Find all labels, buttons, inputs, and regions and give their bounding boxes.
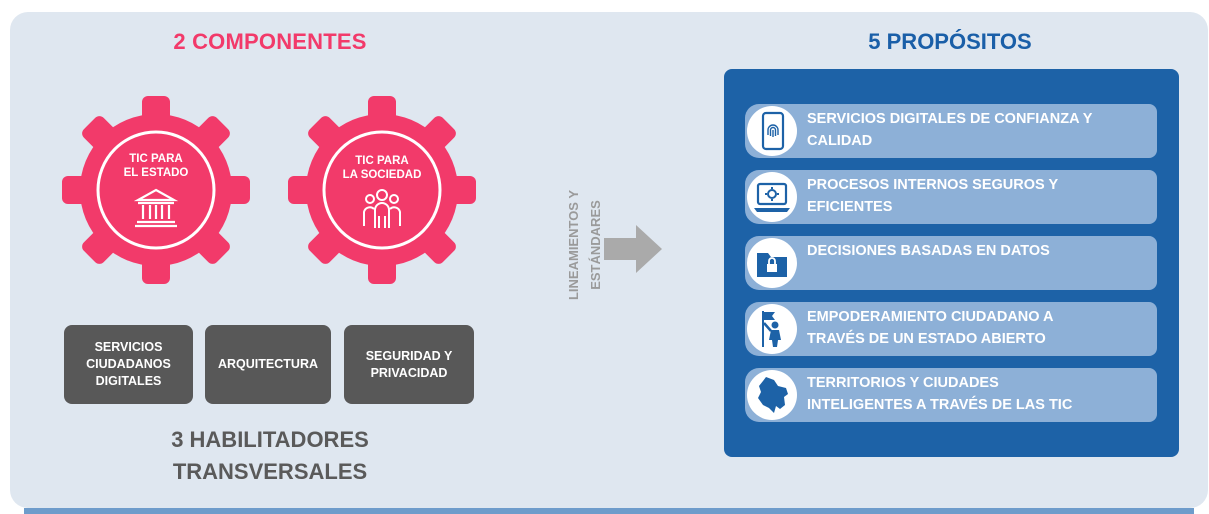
gear-label-line2: LA SOCIEDAD xyxy=(342,169,422,181)
purpose-text: EMPODERAMIENTO CIUDADANO A TRAVÉS DE UN … xyxy=(807,306,1153,350)
components-title: 2 COMPONENTES xyxy=(173,29,367,54)
locked-folder-icon xyxy=(747,238,797,288)
connector-label: LINEAMIENTOS Y ESTÁNDARES xyxy=(548,170,618,320)
purpose-line1: EMPODERAMIENTO CIUDADANO A xyxy=(807,309,1054,325)
enabler-servicios-ciudadanos: SERVICIOS CIUDADANOS DIGITALES xyxy=(64,325,193,404)
people-group-icon xyxy=(360,188,404,230)
purpose-text: TERRITORIOS Y CIUDADES INTELIGENTES A TR… xyxy=(807,372,1153,416)
fingerprint-phone-icon xyxy=(747,106,797,156)
connector-line1: LINEAMIENTOS Y xyxy=(566,190,581,300)
purpose-servicios-digitales: SERVICIOS DIGITALES DE CONFIANZA Y CALID… xyxy=(745,104,1157,158)
purpose-line2: EFICIENTES xyxy=(807,199,893,215)
enablers-title-line2: TRANSVERSALES xyxy=(172,459,368,484)
purpose-text: DECISIONES BASADAS EN DATOS xyxy=(807,240,1153,262)
purpose-decisiones-datos: DECISIONES BASADAS EN DATOS xyxy=(745,236,1157,290)
purpose-empoderamiento: EMPODERAMIENTO CIUDADANO A TRAVÉS DE UN … xyxy=(745,302,1157,356)
enabler-arquitectura: ARQUITECTURA xyxy=(205,325,331,404)
enablers-title: 3 HABILITADORES TRANSVERSALES xyxy=(110,424,430,488)
purpose-line1: DECISIONES BASADAS EN DATOS xyxy=(807,243,1050,259)
enablers-title-line1: 3 HABILITADORES xyxy=(171,427,369,452)
purpose-line2: TRAVÉS DE UN ESTADO ABIERTO xyxy=(807,331,1046,347)
purpose-text: SERVICIOS DIGITALES DE CONFIANZA Y CALID… xyxy=(807,108,1153,152)
gear-tic-sociedad: TIC PARA LA SOCIEDAD xyxy=(288,96,476,284)
gear-label-line1: TIC PARA xyxy=(355,155,409,167)
purpose-line1: SERVICIOS DIGITALES DE CONFIANZA Y xyxy=(807,111,1093,127)
arrow-right-icon xyxy=(604,225,662,278)
purpose-line2: INTELIGENTES A TRAVÉS DE LAS TIC xyxy=(807,397,1073,413)
person-flag-icon xyxy=(747,304,797,354)
purpose-procesos-internos: PROCESOS INTERNOS SEGUROS Y EFICIENTES xyxy=(745,170,1157,224)
government-building-icon xyxy=(134,188,178,228)
laptop-gear-icon xyxy=(747,172,797,222)
purpose-line2: CALIDAD xyxy=(807,133,873,149)
purpose-territorios: TERRITORIOS Y CIUDADES INTELIGENTES A TR… xyxy=(745,368,1157,422)
purpose-text: PROCESOS INTERNOS SEGUROS Y EFICIENTES xyxy=(807,174,1153,218)
purpose-line1: TERRITORIOS Y CIUDADES xyxy=(807,375,999,391)
purpose-line1: PROCESOS INTERNOS SEGUROS Y xyxy=(807,177,1059,193)
enabler-seguridad-privacidad: SEGURIDAD Y PRIVACIDAD xyxy=(344,325,474,404)
bottom-accent-bar xyxy=(24,508,1194,514)
gear-tic-estado: TIC PARA EL ESTADO xyxy=(62,96,250,284)
colombia-map-icon xyxy=(747,370,797,420)
connector-line2: ESTÁNDARES xyxy=(588,200,603,290)
gear-label-line1: TIC PARA xyxy=(129,153,183,165)
purposes-title: 5 PROPÓSITOS xyxy=(868,29,1032,54)
gear-label-line2: EL ESTADO xyxy=(123,167,189,179)
